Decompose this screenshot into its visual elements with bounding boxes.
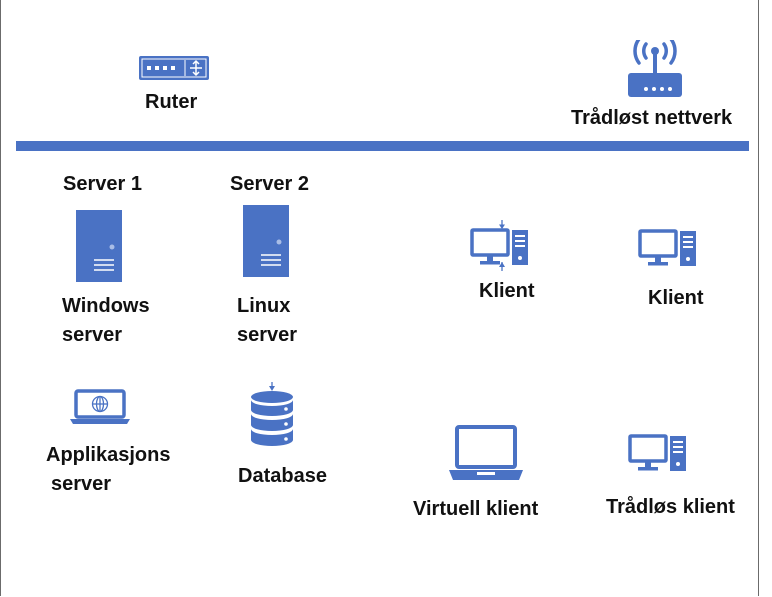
server1-title: Server 1 <box>63 173 142 195</box>
database-label: Database <box>238 465 327 487</box>
server2-title: Server 2 <box>230 173 309 195</box>
server2-description: Linux server <box>237 292 297 350</box>
router-icon <box>138 55 210 83</box>
server2-os-line: Linux <box>237 295 291 317</box>
database-icon <box>248 382 296 450</box>
server1-type-line: server <box>62 324 123 346</box>
app-server-description: Applikasjons server <box>46 441 170 499</box>
wireless-access-point-icon <box>626 40 684 100</box>
client1-label: Klient <box>479 280 535 302</box>
server1-description: Windows server <box>62 292 150 350</box>
desktop-computer-icon <box>470 220 532 272</box>
virtual-client-label: Virtuell klient <box>413 498 539 520</box>
network-bus <box>16 141 749 151</box>
wireless-network-label: Trådløst nettverk <box>571 107 733 129</box>
laptop-globe-icon <box>70 388 130 426</box>
desktop-computer-icon <box>628 434 688 472</box>
wireless-client-label: Trådløs klient <box>606 496 735 518</box>
desktop-computer-icon <box>638 229 698 267</box>
server2-type-line: server <box>237 324 298 346</box>
router-label: Ruter <box>145 91 198 113</box>
client2-label: Klient <box>648 287 704 309</box>
app-server-line1: Applikasjons <box>46 444 171 466</box>
app-server-line2: server <box>51 473 112 495</box>
server-tower-icon <box>243 205 289 277</box>
server1-os-line: Windows <box>62 295 150 317</box>
laptop-icon <box>449 424 523 482</box>
server-tower-icon <box>76 210 122 282</box>
